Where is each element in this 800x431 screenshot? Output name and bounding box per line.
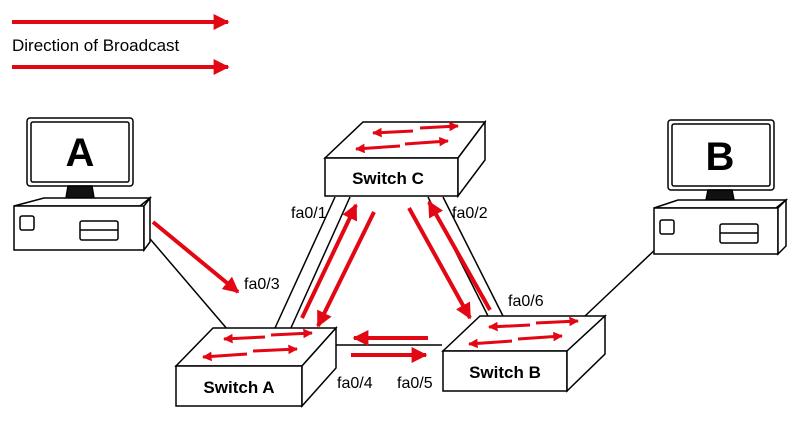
arrow-switch-a-to-switch-c	[300, 203, 358, 319]
arrow-switch-c-to-switch-a	[316, 211, 376, 328]
link-switch-c-switch-b-2	[442, 196, 504, 317]
port-label-fa0-4: fa0/4	[337, 375, 373, 392]
host-a-slot	[19, 215, 35, 231]
host-a-screen	[30, 121, 130, 183]
host-a-tower	[13, 205, 145, 251]
host-b-base	[653, 199, 789, 209]
switch-a-label: Switch A	[203, 378, 274, 397]
port-label-fa0-6: fa0/6	[508, 293, 544, 310]
switch-c-top	[323, 121, 487, 159]
switch-a	[174, 326, 338, 408]
link-switch-a-switch-c-1	[274, 196, 336, 329]
switch-b-label: Switch B	[469, 363, 541, 382]
switch-c-label: Switch C	[352, 169, 424, 188]
host-a	[13, 117, 153, 253]
legend: Direction of Broadcast	[12, 14, 230, 75]
port-label-fa0-1: fa0/1	[291, 205, 327, 222]
arrow-switch-b-to-switch-c	[427, 200, 492, 311]
switch-c-front	[324, 157, 459, 197]
switch-a-front	[175, 365, 303, 407]
link-host-a-switch-a	[144, 232, 229, 331]
legend-label: Direction of Broadcast	[12, 36, 180, 55]
link-switch-a-switch-c-2	[289, 196, 351, 331]
host-b-slot	[659, 219, 675, 235]
port-label-fa0-2: fa0/2	[452, 205, 488, 222]
host-b	[653, 119, 789, 256]
host-b-stand	[705, 189, 735, 201]
broadcast-arrows	[151, 200, 492, 363]
host-b-label: B	[706, 135, 735, 179]
arrow-switch-c-to-switch-b	[407, 207, 472, 320]
arrow-host-a-to-switch-a	[151, 220, 240, 294]
port-label-fa0-5: fa0/5	[397, 375, 433, 392]
host-a-stand	[65, 185, 95, 199]
host-a-label: A	[66, 131, 95, 175]
host-b-screen	[671, 123, 771, 187]
link-host-b-switch-b	[584, 245, 660, 317]
switch-b-side	[566, 314, 606, 393]
switch-c-side	[457, 119, 486, 199]
host-a-base	[13, 197, 153, 207]
switch-a-side	[301, 326, 337, 408]
switch-c	[323, 119, 487, 199]
port-label-fa0-3: fa0/3	[244, 276, 280, 293]
switch-b	[441, 314, 607, 393]
